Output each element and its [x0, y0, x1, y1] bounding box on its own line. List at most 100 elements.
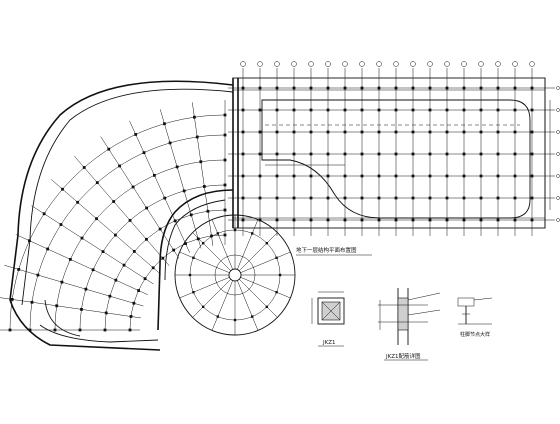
rect-grid-horizontal [228, 87, 555, 221]
column [513, 196, 517, 200]
column [377, 86, 381, 90]
column [60, 280, 64, 284]
column [114, 278, 118, 282]
column [241, 152, 245, 156]
curved-wing-outer-edge-2 [21, 88, 234, 306]
grid-bubble [512, 61, 518, 67]
column [530, 130, 534, 134]
column [445, 108, 449, 112]
column [275, 130, 279, 134]
column [275, 218, 279, 222]
radial-grid-line [100, 136, 180, 259]
column [28, 239, 31, 243]
column [80, 236, 84, 240]
column [173, 219, 177, 223]
column [360, 152, 364, 156]
column [163, 122, 166, 126]
grid-bubble [529, 61, 535, 67]
ramp-ray [240, 277, 291, 299]
column [513, 86, 517, 90]
column [112, 200, 116, 203]
column [30, 300, 34, 304]
column [292, 130, 296, 134]
column [223, 113, 227, 117]
grid-bubble [444, 61, 450, 67]
column [411, 152, 415, 156]
rect-inner-outline [261, 99, 531, 219]
radial-grid-line [129, 120, 190, 253]
column [76, 200, 80, 204]
column [216, 232, 219, 235]
column [223, 208, 227, 212]
detail-rebar: JKZ1配筋详图 [378, 288, 441, 361]
column [78, 328, 82, 332]
column [513, 174, 517, 178]
grid-bubble [556, 196, 560, 200]
column [196, 237, 200, 241]
curved-wing [9, 80, 234, 351]
column [210, 234, 213, 238]
column [172, 248, 176, 252]
column [394, 130, 398, 134]
column [258, 130, 262, 134]
curved-wing-bottom-edge [9, 299, 161, 351]
ramp-ray [239, 232, 278, 271]
column [91, 268, 95, 272]
column [343, 196, 347, 200]
column [530, 152, 534, 156]
column [326, 174, 330, 178]
radial-grid-line [51, 179, 161, 275]
grid-bubble [376, 61, 382, 67]
grid-bubble [556, 174, 560, 178]
grid-bubble [461, 61, 467, 67]
column [275, 108, 279, 112]
ramp-radial-lines [175, 215, 295, 335]
column [292, 218, 296, 222]
column [132, 301, 136, 305]
column [445, 196, 449, 200]
ramp-ray [179, 251, 230, 273]
arc-grid-line [104, 209, 226, 331]
detail-column-section: JKZ1 [311, 291, 345, 347]
grid-bubble [291, 61, 297, 67]
curved-wing-grid [0, 100, 226, 331]
column [343, 174, 347, 178]
grid-bubble [495, 61, 501, 67]
radial-grid-line [74, 156, 170, 266]
column [201, 305, 205, 309]
column [233, 228, 237, 232]
grid-bubble [478, 61, 484, 67]
column [343, 152, 347, 156]
column [118, 164, 121, 168]
rect-grid-vertical [242, 68, 533, 236]
column [513, 130, 517, 134]
column [275, 196, 279, 200]
column [258, 152, 262, 156]
column [428, 196, 432, 200]
column [496, 108, 500, 112]
column [377, 196, 381, 200]
column [292, 108, 296, 112]
grid-bubble [240, 61, 246, 67]
column [377, 108, 381, 112]
column [394, 108, 398, 112]
column [233, 318, 237, 322]
column [479, 174, 483, 178]
grid-top-labels [240, 61, 535, 67]
column [445, 130, 449, 134]
column [36, 273, 40, 277]
column [394, 152, 398, 156]
radial-grid-line [159, 109, 202, 249]
column [145, 206, 149, 210]
column [411, 130, 415, 134]
column [275, 256, 278, 259]
grid-bubble [325, 61, 331, 67]
grid-bubble [556, 218, 560, 222]
column [53, 328, 57, 332]
column [292, 152, 296, 156]
column [496, 86, 500, 90]
column [360, 86, 364, 90]
column [95, 181, 99, 185]
column [192, 256, 195, 259]
